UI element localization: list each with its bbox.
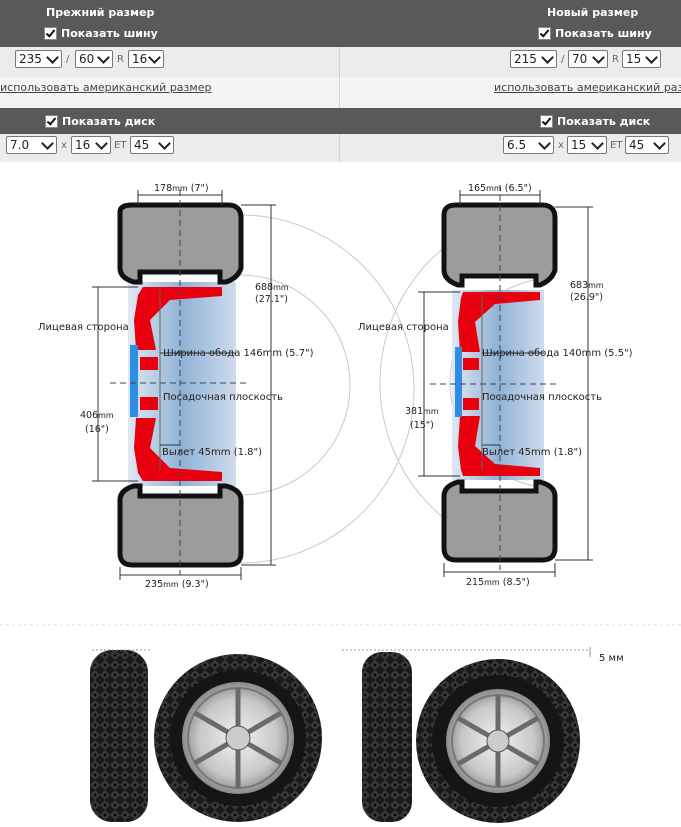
old-tire-tread-image xyxy=(90,650,148,822)
new-bottom-width-label: 215mm (8.5") xyxy=(466,577,530,588)
old-show-tire-checkbox[interactable]: Показать шину xyxy=(44,27,158,40)
difference-label: 5 мм xyxy=(599,653,624,664)
new-height-inch-label: (26.9") xyxy=(570,292,603,303)
old-tire-photos xyxy=(90,650,322,822)
checkbox-icon xyxy=(538,27,551,40)
old-wheel-diameter-select[interactable]: 16 xyxy=(71,136,111,154)
old-tire-side-image xyxy=(154,654,322,822)
old-dimension-labels: 178mm (7") 688mm (27.1") Лицевая сторона… xyxy=(38,183,314,590)
old-size-title: Прежний размер xyxy=(46,6,155,19)
new-tire-tread-image xyxy=(362,652,412,822)
old-wheel-width-select[interactable]: 7.0 xyxy=(6,136,57,154)
new-tire-rim-select[interactable]: 15 xyxy=(622,50,661,68)
old-offset-label: Вылет 45mm (1.8") xyxy=(162,447,262,458)
new-show-tire-checkbox[interactable]: Показать шину xyxy=(538,27,652,40)
new-top-width-label: 165mm (6.5") xyxy=(468,183,532,194)
new-wheel-diameter-select[interactable]: 15 xyxy=(567,136,607,154)
wheel-size-row: 7.0 x 16 ET 45 6.5 x 15 ET 45 xyxy=(0,134,681,162)
old-tire-cross-section xyxy=(92,190,415,580)
checkbox-icon xyxy=(45,115,58,128)
old-mount-label: Посадочная плоскость xyxy=(163,392,283,403)
new-tire-width-select[interactable]: 215 xyxy=(510,50,557,68)
american-size-row: использовать американский размер использ… xyxy=(0,77,681,108)
old-top-width-label: 178mm (7") xyxy=(154,183,209,194)
new-wheel-et-select[interactable]: 45 xyxy=(625,136,669,154)
new-tire-photos xyxy=(362,652,580,823)
new-tire-side-image xyxy=(416,659,580,823)
tire-size-row: 235 / 60 R 16 215 / 70 R 15 xyxy=(0,47,681,77)
old-height-inch-label: (27.1") xyxy=(255,294,288,305)
old-face-label: Лицевая сторона xyxy=(38,322,129,333)
old-rim-diameter-label: 406mm xyxy=(80,410,114,421)
new-offset-label: Вылет 45mm (1.8") xyxy=(482,447,582,458)
old-wheel-et-select[interactable]: 45 xyxy=(130,136,174,154)
new-wheel-width-select[interactable]: 6.5 xyxy=(503,136,554,154)
new-tire-profile-select[interactable]: 70 xyxy=(568,50,608,68)
old-american-size-link[interactable]: использовать американский размер xyxy=(0,81,212,94)
old-bottom-width-label: 235mm (9.3") xyxy=(145,579,209,590)
new-dimension-labels: 165mm (6.5") 683mm (26.9") Лицевая сторо… xyxy=(358,183,633,588)
old-tire-width-select[interactable]: 235 xyxy=(15,50,62,68)
tire-header-bar: Прежний размер Новый размер Показать шин… xyxy=(0,0,681,47)
new-size-title: Новый размер xyxy=(547,6,639,19)
new-height-label: 683mm xyxy=(570,280,604,291)
old-rim-diameter-inch-label: (16") xyxy=(85,424,109,435)
old-tire-profile-select[interactable]: 60 xyxy=(75,50,113,68)
new-rim-width-label: Ширина обода 140mm (5.5") xyxy=(482,348,633,359)
old-rim-width-label: Ширина обода 146mm (5.7") xyxy=(163,348,314,359)
old-height-label: 688mm xyxy=(255,282,289,293)
new-american-size-link[interactable]: использовать американский размер xyxy=(494,81,681,94)
new-mount-label: Посадочная плоскость xyxy=(482,392,602,403)
new-tire-cross-section xyxy=(379,185,593,577)
new-show-wheel-checkbox[interactable]: Показать диск xyxy=(540,115,650,128)
checkbox-icon xyxy=(44,27,57,40)
old-tire-rim-select[interactable]: 16 xyxy=(128,50,164,68)
wheel-header-bar: Показать диск Показать диск xyxy=(0,108,681,134)
new-face-label: Лицевая сторона xyxy=(358,322,449,333)
new-rim-diameter-inch-label: (15") xyxy=(410,420,434,431)
new-rim-diameter-label: 381mm xyxy=(405,406,439,417)
checkbox-icon xyxy=(540,115,553,128)
old-show-wheel-checkbox[interactable]: Показать диск xyxy=(45,115,155,128)
